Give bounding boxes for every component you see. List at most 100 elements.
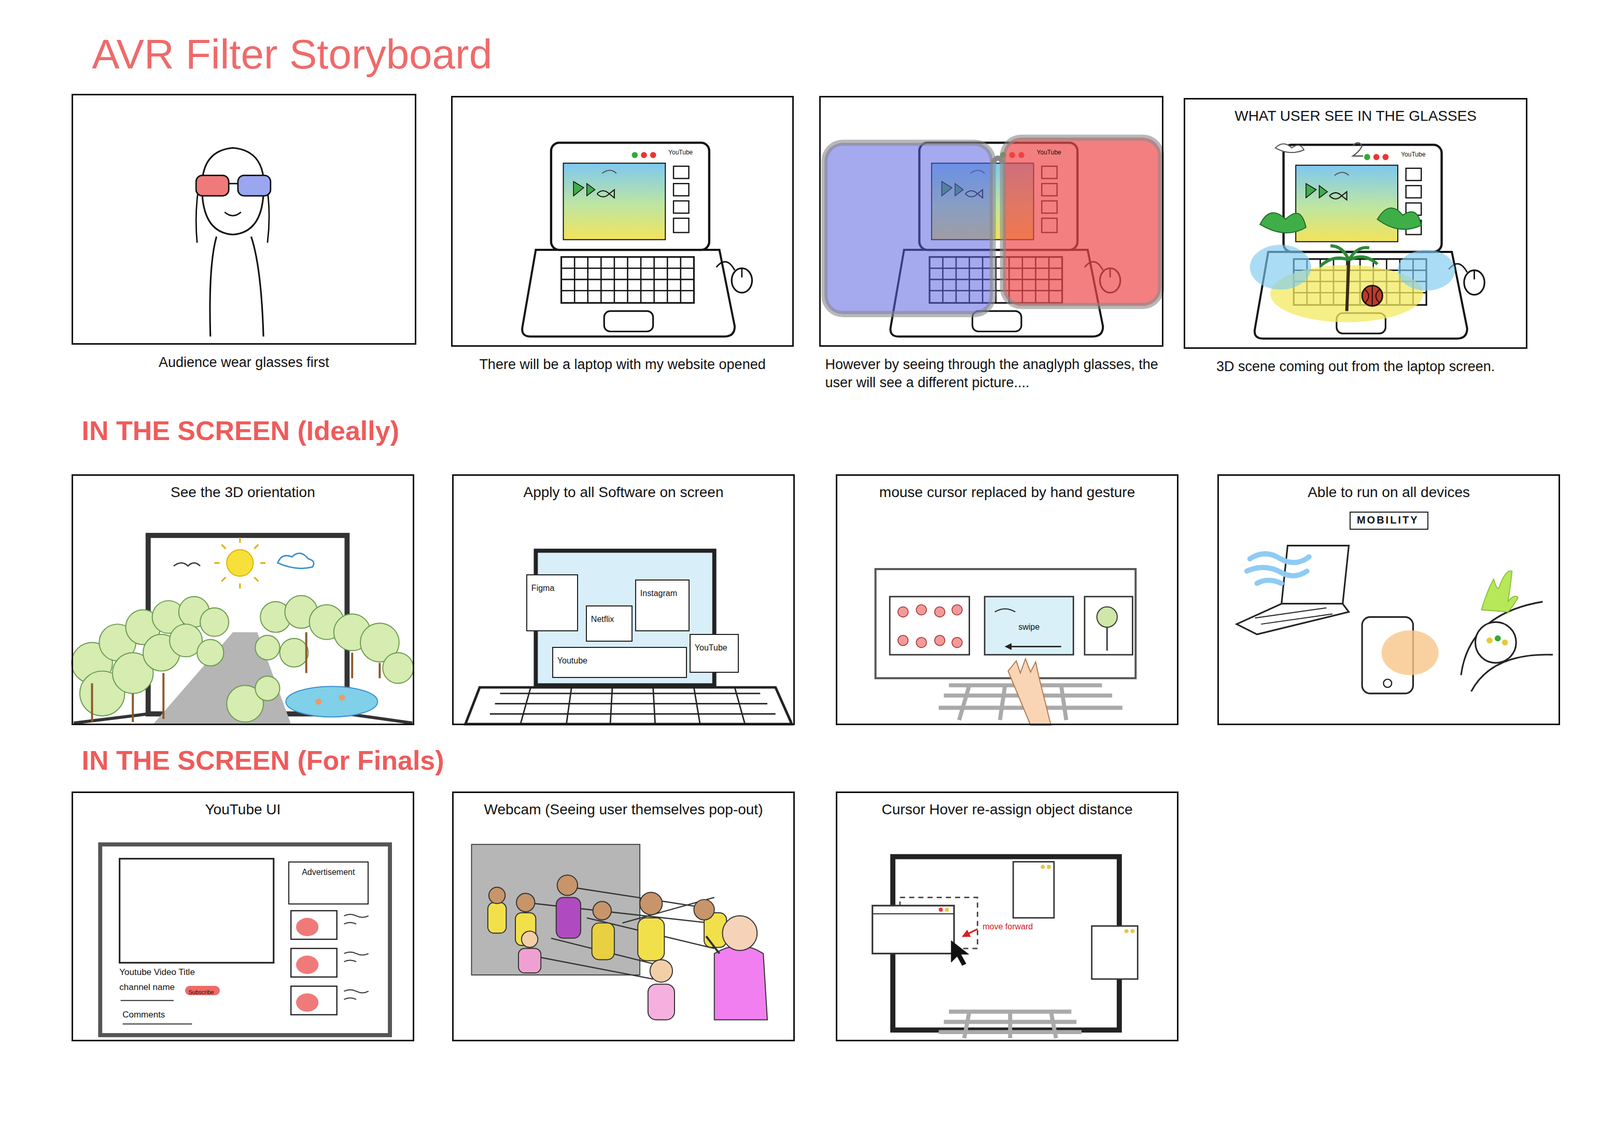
- webcam-popout: [639, 892, 663, 916]
- hand-gesture-screen: [1084, 596, 1133, 655]
- webcam-popout: [637, 918, 665, 962]
- webcam-popout: [706, 936, 720, 954]
- panel-caption: Cursor Hover re-assign object distance: [842, 800, 1172, 819]
- webcam-popout: [592, 923, 615, 961]
- 3d-scene-popout: [1259, 212, 1307, 233]
- app-label: YouTube: [1400, 150, 1426, 159]
- 3d-forest-scene: [226, 550, 254, 577]
- panel-caption: However by seeing through the anaglyph g…: [824, 355, 1168, 392]
- devices-drawing: [1381, 630, 1439, 676]
- 3d-forest-scene: [92, 632, 381, 723]
- panel-caption: There will be a laptop with my website o…: [446, 355, 799, 374]
- panel-caption: Apply to all Software on screen: [458, 483, 789, 502]
- cursor-hover-screen: [872, 905, 954, 954]
- 3d-forest-scene: [197, 639, 224, 667]
- panel-caption: Youtube: [557, 656, 588, 666]
- tag-box: MOBILITY: [1349, 511, 1429, 530]
- 3d-scene-popout: [1250, 142, 1455, 322]
- hand-gesture-screen: [916, 605, 927, 616]
- laptop-screen-windows: [465, 550, 793, 724]
- devices-drawing: [1494, 635, 1501, 642]
- cursor-hover-screen: [1040, 864, 1045, 869]
- devices-drawing: [1486, 637, 1493, 644]
- webcam-popout: [471, 844, 768, 1020]
- youtube-ui-mockup: [296, 993, 319, 1012]
- webcam-popout: [516, 893, 535, 912]
- section-heading: IN THE SCREEN (Ideally): [81, 415, 400, 447]
- hand-gesture-screen: [897, 607, 909, 618]
- devices-drawing: [1502, 639, 1509, 647]
- webcam-popout: [722, 916, 757, 951]
- devices-drawing: [1475, 622, 1517, 664]
- anaglyph-lens: [992, 158, 1004, 164]
- panel-caption: mouse cursor replaced by hand gesture: [842, 483, 1172, 502]
- app-label: YouTube: [668, 148, 693, 157]
- 3d-forest-scene: [71, 595, 414, 723]
- youtube-ui-mockup: [100, 844, 390, 1036]
- hand-gesture-screen: [875, 569, 1136, 726]
- youtube-ui-mockup: [290, 948, 338, 978]
- 3d-scene-popout: [1320, 245, 1378, 266]
- youtube-ui-mockup: [290, 986, 338, 1016]
- 3d-forest-scene: [382, 652, 414, 684]
- laptop-drawing: [1254, 144, 1485, 339]
- storyboard-panel: Webcam (Seeing user themselves pop-out): [452, 791, 795, 1042]
- 3d-scene-popout: [1275, 143, 1304, 153]
- laptop-drawing: [1254, 144, 1485, 339]
- section-heading: IN THE SCREEN (For Finals): [81, 745, 444, 777]
- youtube-ui-mockup: [344, 914, 369, 1000]
- devices-drawing: [1461, 601, 1553, 692]
- cursor-hover-screen: [938, 1012, 1082, 1039]
- storyboard-panel: WHAT USER SEE IN THE GLASSES3D scene com…: [1183, 97, 1528, 349]
- cursor-hover-screen: [944, 907, 949, 912]
- 3d-forest-scene: [173, 563, 201, 567]
- webcam-popout: [520, 887, 715, 980]
- webcam-popout: [520, 887, 715, 980]
- panel-caption: Advertisement: [301, 867, 355, 878]
- hand-gesture-screen: [1106, 627, 1108, 651]
- webcam-popout: [487, 902, 507, 934]
- cursor-hover-screen: [1013, 862, 1055, 919]
- app-window: Youtube: [552, 647, 687, 679]
- audience-figure: [195, 175, 229, 196]
- hand-gesture-screen: [897, 605, 963, 649]
- 3d-scene-popout: [1362, 285, 1383, 306]
- panel-caption: YouTube: [694, 643, 728, 653]
- anaglyph-lens: [824, 137, 1161, 315]
- devices-drawing: [1255, 608, 1333, 625]
- youtube-ui-mockup: [100, 844, 390, 1036]
- gesture-label: swipe: [1018, 622, 1040, 633]
- hand-gesture-screen: [994, 609, 1016, 613]
- cursor-hover-screen: [1124, 929, 1129, 934]
- devices-drawing: [1236, 545, 1553, 694]
- cursor-hover-screen: [1091, 926, 1139, 980]
- app-window: Netflix: [585, 605, 633, 642]
- storyboard-panel: Apply to all Software on screenFigmaInst…: [452, 474, 795, 726]
- cursor-hover-screen: [1046, 864, 1051, 869]
- laptop-screen-windows: [465, 687, 793, 725]
- youtube-ui-mockup: [120, 1000, 193, 1024]
- audience-figure: [195, 147, 271, 337]
- app-window: YouTube: [689, 634, 739, 673]
- 3d-scene-popout: [1397, 249, 1455, 291]
- webcam-popout: [471, 844, 640, 976]
- panel-note: 3D scene coming out from the laptop scre…: [1179, 357, 1533, 376]
- 3d-forest-scene: [214, 537, 266, 589]
- cursor-hover-screen: [1130, 929, 1135, 934]
- youtube-ui-mockup: [290, 910, 338, 940]
- storyboard-panel: There will be a laptop with my website o…: [451, 95, 794, 347]
- button-pill: Subscribe: [185, 986, 220, 996]
- youtube-ui-mockup: [119, 859, 274, 964]
- devices-drawing: [1236, 604, 1349, 635]
- 3d-scene-popout: [1346, 260, 1350, 312]
- webcam-popout: [593, 901, 612, 920]
- panel-caption: Figma: [531, 583, 555, 594]
- app-label: YouTube: [1036, 148, 1062, 157]
- devices-drawing: [1481, 570, 1519, 612]
- panel-caption: Able to run on all devices: [1224, 483, 1554, 502]
- app-window: Figma: [526, 574, 579, 632]
- 3d-forest-scene: [255, 676, 280, 701]
- panel-caption: See the 3D orientation: [78, 483, 408, 502]
- storyboard-panel: mouse cursor replaced by hand gesture: [835, 474, 1179, 726]
